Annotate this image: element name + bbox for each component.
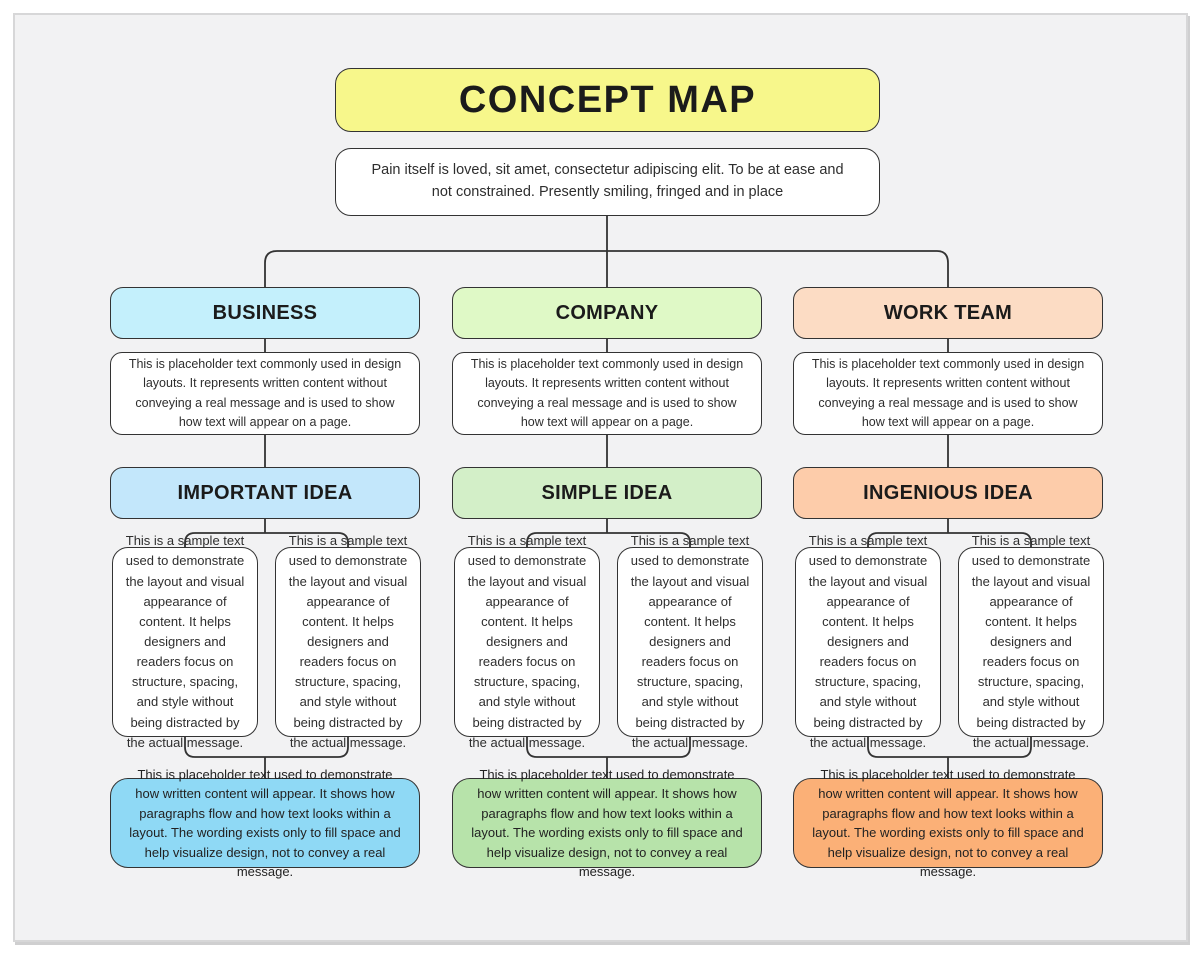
branch-header-company: COMPANY (452, 287, 762, 339)
sample-text-business-left: This is a sample text used to demonstrat… (112, 533, 258, 750)
idea-header-business: IMPORTANT IDEA (110, 467, 420, 519)
map-title: CONCEPT MAP (335, 68, 880, 132)
sample-text-business-right: This is a sample text used to demonstrat… (275, 533, 421, 750)
branch-description-work-team: This is placeholder text commonly used i… (793, 352, 1103, 435)
sample-text-work-team-right: This is a sample text used to demonstrat… (958, 533, 1104, 750)
footer-note-work-team: This is placeholder text used to demonst… (793, 767, 1103, 879)
branch-description-company: This is placeholder text commonly used i… (452, 352, 762, 435)
map-intro-text: Pain itself is loved, sit amet, consecte… (335, 148, 880, 216)
sample-text-work-team-left: This is a sample text used to demonstrat… (795, 533, 941, 750)
branch-header-work-team: WORK TEAM (793, 287, 1103, 339)
footer-note-company: This is placeholder text used to demonst… (452, 767, 762, 879)
idea-header-work-team: INGENIOUS IDEA (793, 467, 1103, 519)
footer-note-business: This is placeholder text used to demonst… (110, 767, 420, 879)
sample-text-company-left: This is a sample text used to demonstrat… (454, 533, 600, 750)
sample-text-company-right: This is a sample text used to demonstrat… (617, 533, 763, 750)
idea-header-company: SIMPLE IDEA (452, 467, 762, 519)
branch-header-business: BUSINESS (110, 287, 420, 339)
branch-description-business: This is placeholder text commonly used i… (110, 352, 420, 435)
